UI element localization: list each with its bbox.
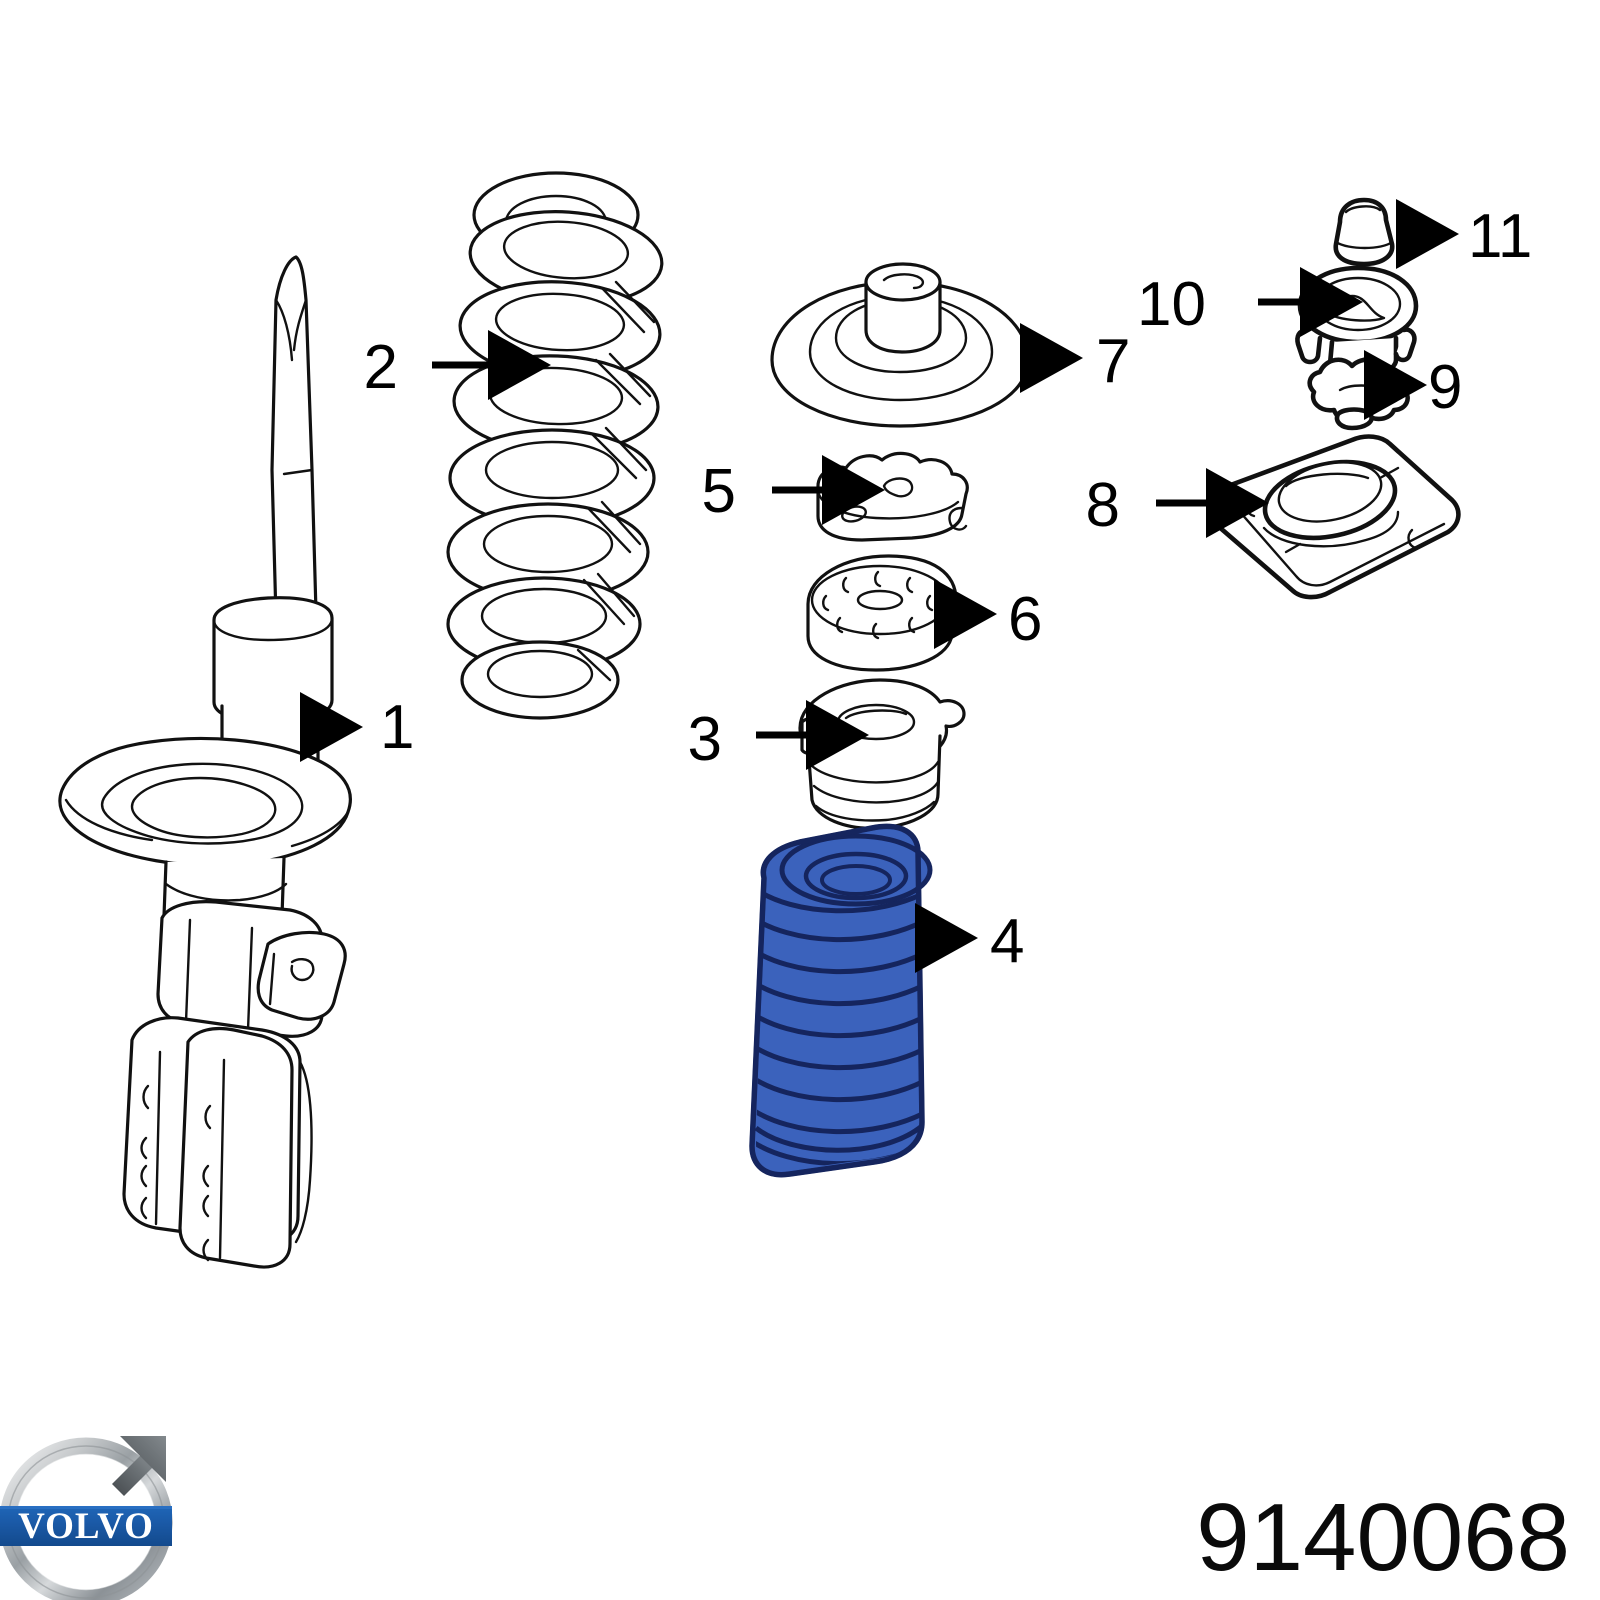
part-upper-strut-mount bbox=[770, 262, 1030, 428]
callout-label-9: 9 bbox=[1428, 353, 1462, 422]
logo-wordmark: VOLVO bbox=[18, 1506, 154, 1547]
callout-9: 9 bbox=[1364, 350, 1462, 422]
callout-label-7: 7 bbox=[1096, 327, 1130, 396]
callout-4: 4 bbox=[915, 903, 1024, 976]
callout-layer: 1 2 3 4 5 6 7 8 9 10 11 bbox=[300, 199, 1532, 976]
callout-label-1: 1 bbox=[380, 693, 414, 762]
callout-11: 11 bbox=[1396, 199, 1532, 271]
logo-band bbox=[0, 1506, 172, 1546]
logo-arrow-icon bbox=[111, 1436, 166, 1497]
callout-label-4: 4 bbox=[990, 907, 1024, 976]
callout-label-10: 10 bbox=[1137, 270, 1206, 339]
part-shock-absorber-strut bbox=[58, 255, 352, 1269]
callout-label-11: 11 bbox=[1468, 202, 1532, 271]
callout-10: 10 bbox=[1137, 267, 1363, 339]
part-coil-spring bbox=[446, 171, 664, 720]
callout-2: 2 bbox=[364, 330, 551, 402]
callout-label-5: 5 bbox=[702, 457, 736, 526]
callout-label-8: 8 bbox=[1086, 471, 1120, 540]
part-cap-plug bbox=[1333, 197, 1395, 267]
part-mounting-bracket-plate bbox=[1208, 434, 1461, 600]
callout-7: 7 bbox=[1020, 323, 1130, 396]
callout-5: 5 bbox=[702, 455, 885, 526]
part-bump-stop-rubber-seat bbox=[806, 554, 958, 672]
callout-label-3: 3 bbox=[688, 705, 722, 774]
part-protective-cap-sleeve bbox=[798, 678, 966, 830]
callout-6: 6 bbox=[934, 579, 1042, 654]
callout-8: 8 bbox=[1086, 468, 1269, 540]
part-retaining-clip-washer bbox=[1307, 357, 1410, 431]
part-spring-seat-plate bbox=[816, 451, 969, 542]
callout-label-6: 6 bbox=[1008, 585, 1042, 654]
callout-3: 3 bbox=[688, 700, 869, 774]
callout-1: 1 bbox=[300, 692, 414, 762]
callout-label-2: 2 bbox=[364, 333, 398, 402]
volvo-logo: VOLVO bbox=[0, 1436, 173, 1600]
part-number-text: 9140068 bbox=[1196, 1484, 1570, 1591]
part-dust-boot-bellows bbox=[749, 823, 933, 1178]
